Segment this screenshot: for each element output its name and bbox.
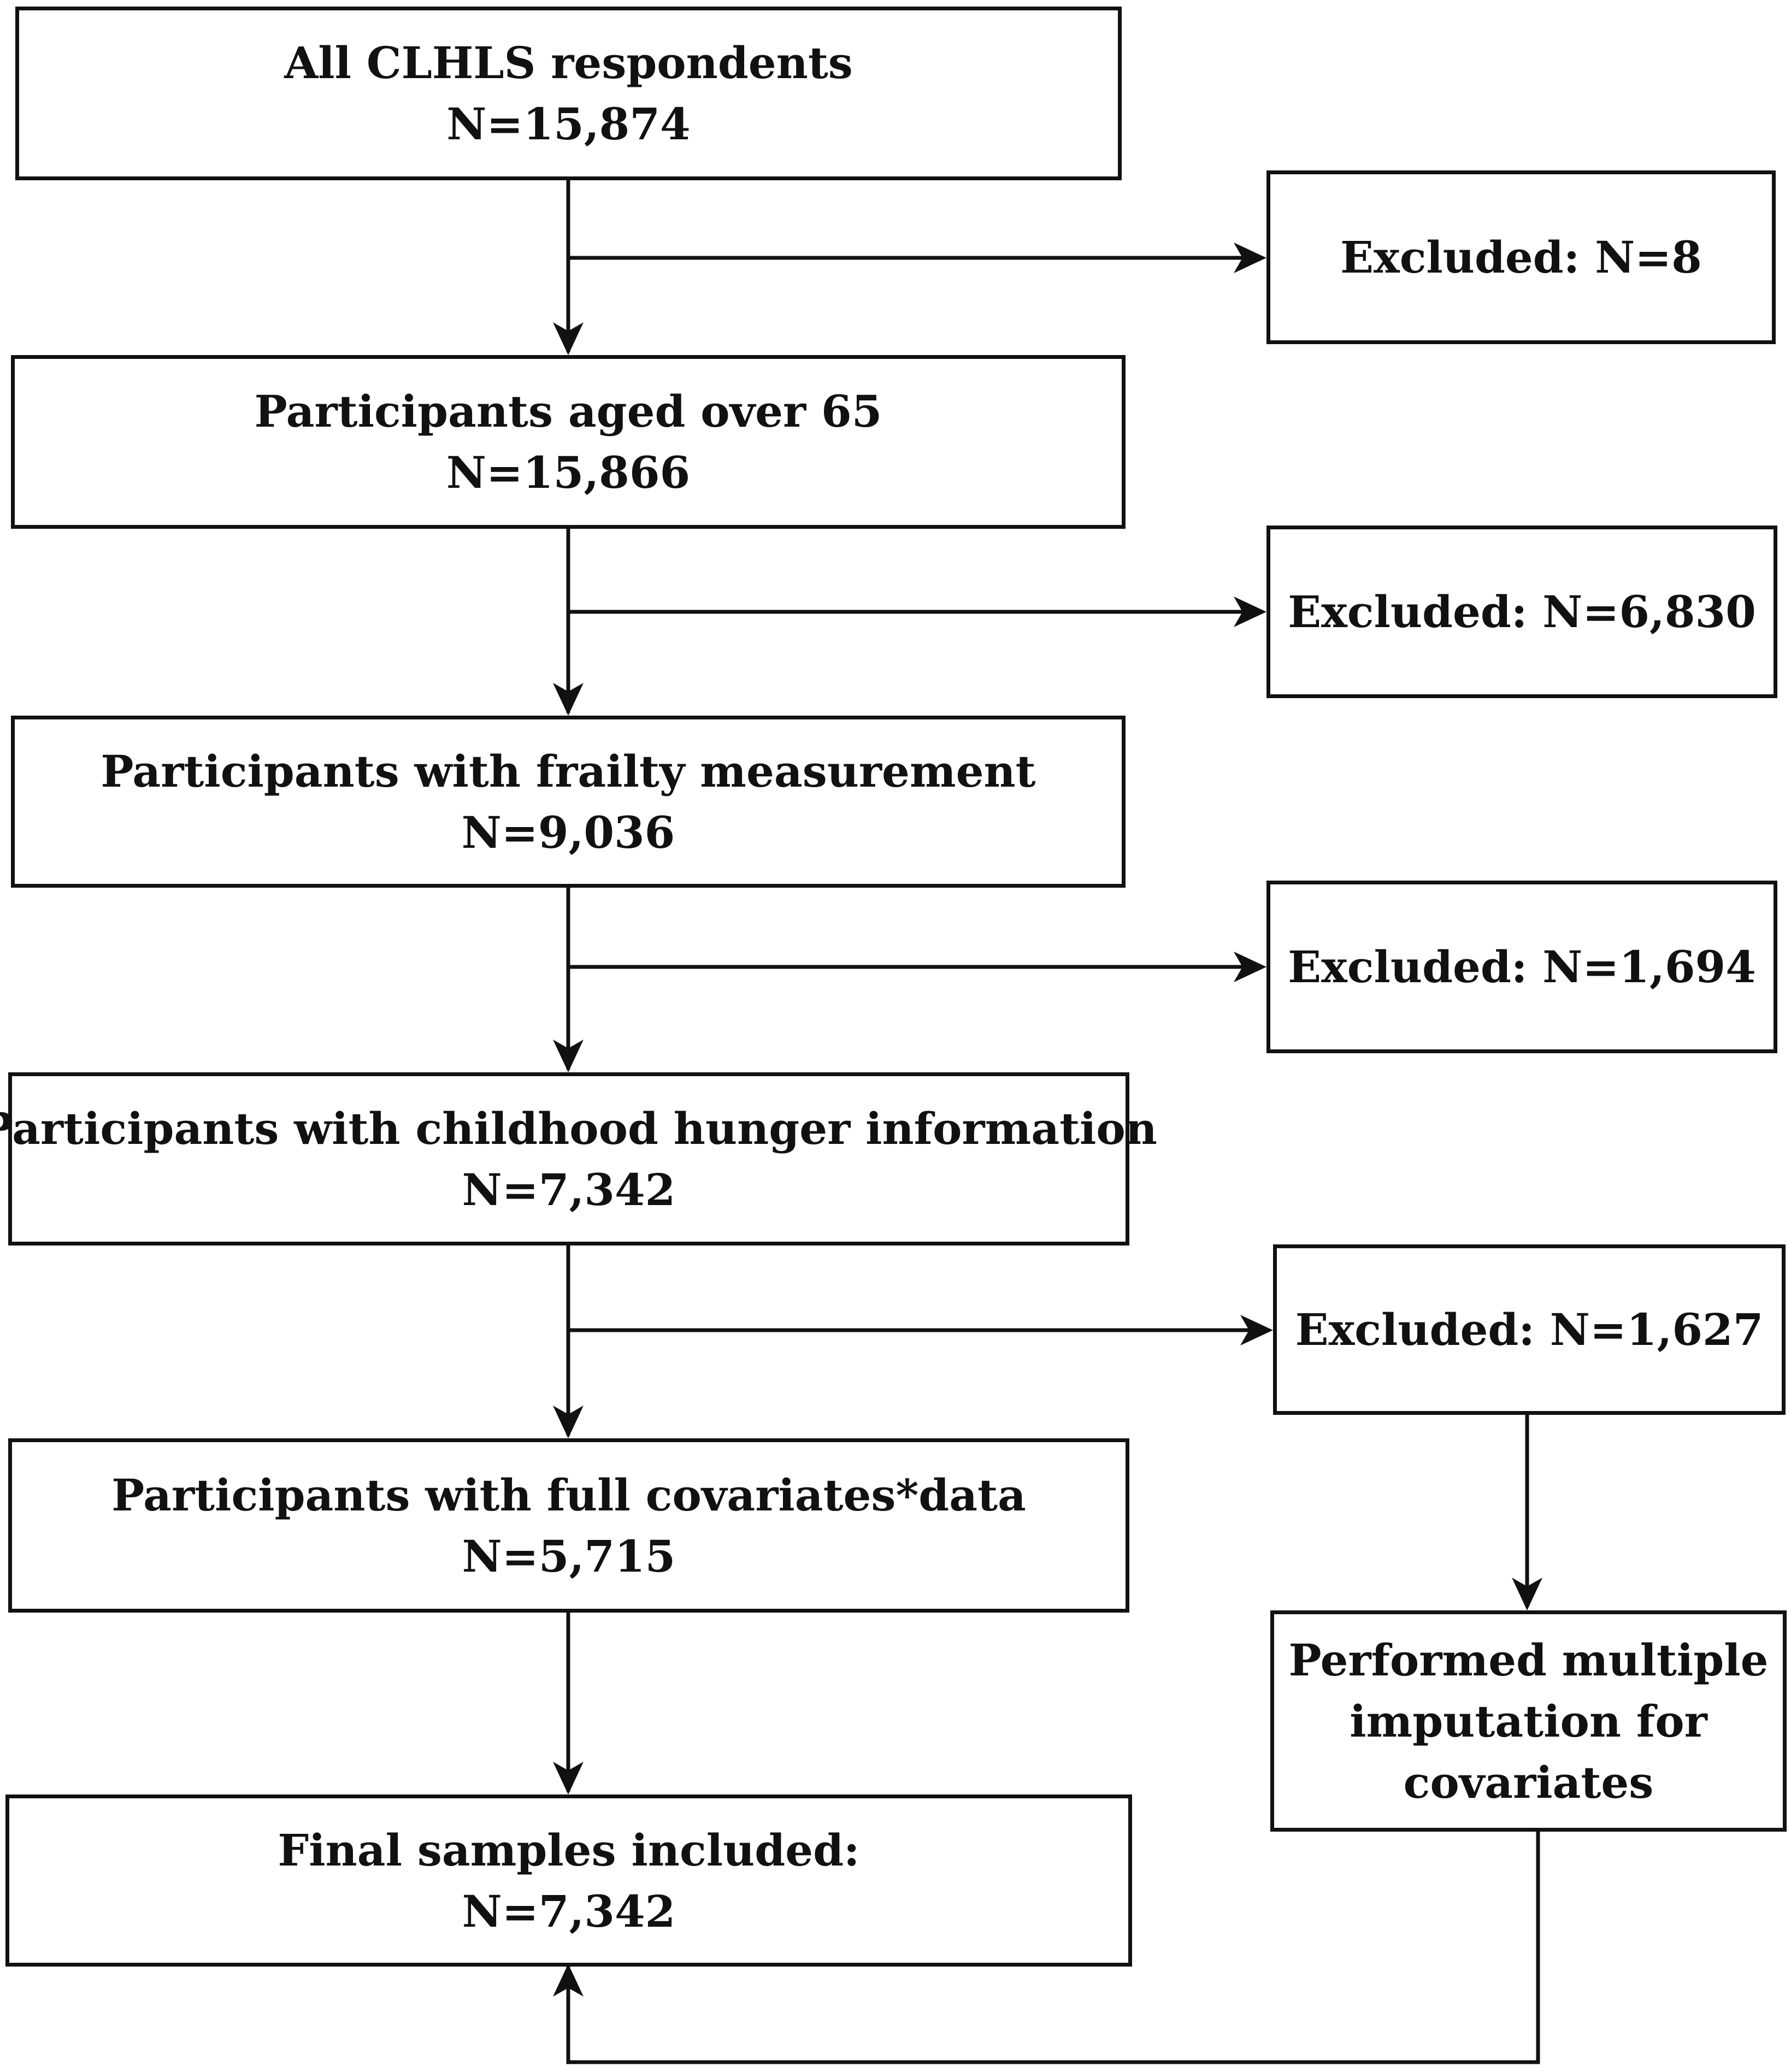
box-count: N=7,342	[462, 1885, 676, 1937]
excluded-label: Excluded: N=1,627	[1295, 1304, 1764, 1355]
box-label: Participants with childhood hunger infor…	[0, 1102, 1157, 1154]
box-count: N=15,874	[446, 98, 691, 150]
arrowhead-1	[553, 322, 584, 355]
arrowhead-9	[1240, 1315, 1273, 1345]
box-count: N=15,866	[446, 447, 691, 498]
box-excluded-4: Excluded: N=1,627	[1273, 1244, 1786, 1415]
box-label: Participants with full covariates*data	[111, 1469, 1026, 1521]
box-imputation: Performed multiple imputation for covari…	[1270, 1610, 1787, 1832]
box-excluded-2: Excluded: N=6,830	[1266, 526, 1777, 698]
box-hunger: Participants with childhood hunger infor…	[0, 1072, 1157, 1245]
arrowhead-10	[1512, 1578, 1542, 1610]
box-aged-over-65: Participants aged over 65 N=15,866	[11, 355, 1126, 529]
arrow-imputation-to-final	[566, 1830, 1540, 2064]
box-covariates: Participants with full covariates*data N…	[8, 1438, 1129, 1613]
excluded-label: Excluded: N=1,694	[1288, 941, 1756, 993]
arrowhead-4	[553, 1406, 584, 1438]
arrowhead-8	[1234, 952, 1266, 982]
box-count: N=9,036	[461, 806, 675, 858]
box-final: Final samples included: N=7,342	[5, 1794, 1132, 1967]
box-all-respondents: All CLHLS respondents N=15,874	[15, 7, 1122, 180]
arrowhead-7	[1234, 597, 1266, 627]
box-label: Participants with frailty measurement	[101, 745, 1036, 797]
box-count: N=5,715	[462, 1530, 676, 1582]
box-frailty: Participants with frailty measurement N=…	[11, 716, 1126, 888]
arrowhead-6	[1234, 243, 1266, 273]
box-label: Participants aged over 65	[254, 386, 882, 437]
imputation-line: covariates	[1403, 1756, 1654, 1808]
excluded-label: Excluded: N=8	[1340, 232, 1702, 283]
arrowhead-11	[553, 1964, 584, 1997]
box-label: All CLHLS respondents	[284, 37, 853, 88]
arrowhead-5	[553, 1762, 584, 1794]
imputation-line: imputation for	[1350, 1695, 1707, 1747]
box-excluded-1: Excluded: N=8	[1266, 170, 1776, 344]
arrowhead-2	[553, 683, 584, 716]
excluded-label: Excluded: N=6,830	[1288, 586, 1756, 637]
imputation-line: Performed multiple	[1288, 1634, 1769, 1686]
arrowhead-3	[553, 1040, 584, 1072]
box-count: N=7,342	[462, 1164, 676, 1215]
box-label: Final samples included:	[278, 1824, 860, 1876]
box-excluded-3: Excluded: N=1,694	[1266, 881, 1777, 1053]
